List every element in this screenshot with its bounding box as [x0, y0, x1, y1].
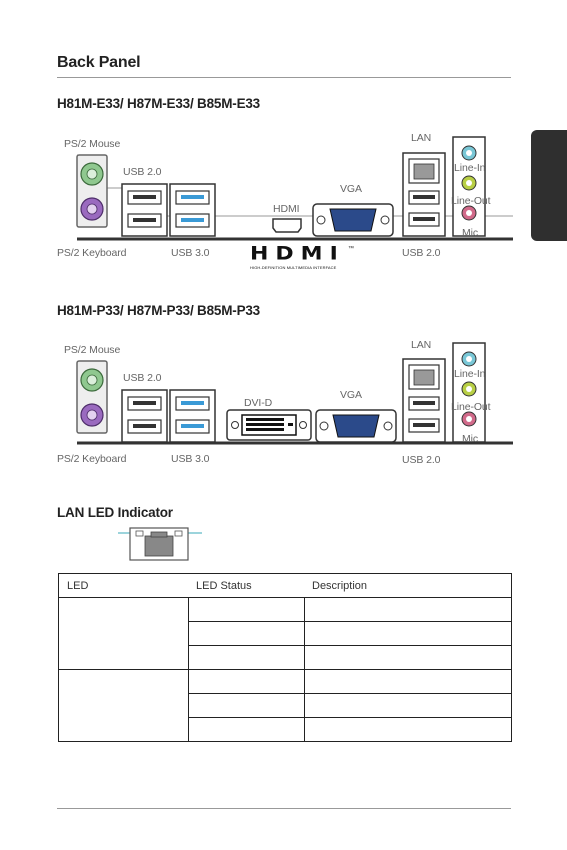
hdmi-logo-tm: ™ [348, 246, 354, 252]
back-panel-e33-svg [76, 136, 513, 241]
label-usb20-right-1: USB 2.0 [402, 247, 441, 259]
header-led-status: LED Status [188, 573, 304, 598]
led-left [135, 530, 144, 537]
description-cell [303, 597, 512, 622]
table-row [59, 669, 512, 694]
chapter-side-tab [531, 130, 567, 241]
hdmi-logo-word: HDMI [250, 243, 345, 265]
label-dvid-2: DVI-D [244, 397, 273, 409]
status-cell [187, 693, 304, 718]
status-cell [187, 669, 304, 694]
label-usb20-left-1: USB 2.0 [123, 166, 162, 178]
hdmi-port [272, 218, 302, 233]
label-vga-1: VGA [340, 183, 362, 195]
status-cell [187, 621, 304, 646]
label-ps2-mouse-1: PS/2 Mouse [64, 138, 121, 150]
hdmi-logo: HDMI HIGH-DEFINITION MULTIMEDIA INTERFAC… [250, 243, 354, 274]
description-cell [303, 645, 512, 670]
label-line-out-2: Line-Out [451, 401, 491, 413]
page-title: Back Panel [57, 54, 141, 71]
table-header-row: LED LED Status Description [58, 573, 512, 598]
description-cell [303, 717, 512, 742]
table-row [59, 645, 512, 670]
status-cell [187, 597, 304, 622]
label-mic-1: Mic [462, 227, 479, 239]
led-right [174, 530, 183, 537]
back-panel-diagram-p33 [57, 334, 513, 474]
lan-port-icon [118, 527, 202, 561]
table-row [59, 717, 512, 742]
table-row [59, 693, 512, 718]
led-group-2-cell [59, 670, 189, 742]
label-line-out-1: Line-Out [451, 195, 491, 207]
label-ps2-keyboard-1: PS/2 Keyboard [57, 247, 127, 259]
lan-led-heading: LAN LED Indicator [57, 505, 173, 520]
label-usb30-1: USB 3.0 [171, 247, 210, 259]
label-usb30-2: USB 3.0 [171, 453, 210, 465]
label-line-in-1: Line-In [454, 162, 486, 174]
label-lan-2: LAN [411, 339, 432, 351]
table-row [59, 621, 512, 646]
header-led: LED [58, 573, 188, 598]
label-ps2-mouse-2: PS/2 Mouse [64, 344, 121, 356]
label-mic-2: Mic [462, 433, 479, 445]
lan-led-diagram [118, 526, 202, 562]
back-panel-p33-svg [76, 342, 513, 445]
lan-led-table: LED LED Status Description [58, 573, 512, 742]
footer-divider [57, 808, 511, 809]
label-usb20-right-2: USB 2.0 [402, 454, 441, 466]
description-cell [303, 621, 512, 646]
status-cell [187, 645, 304, 670]
label-hdmi-1: HDMI [273, 203, 300, 215]
status-cell [187, 717, 304, 742]
description-cell [303, 693, 512, 718]
header-description: Description [304, 573, 512, 598]
label-line-in-2: Line-In [454, 368, 486, 380]
title-divider [57, 77, 511, 78]
hdmi-logo-tagline: HIGH-DEFINITION MULTIMEDIA INTERFACE [250, 265, 337, 270]
label-lan-1: LAN [411, 132, 432, 144]
label-ps2-keyboard-2: PS/2 Keyboard [57, 453, 127, 465]
section2-heading: H81M-P33/ H87M-P33/ B85M-P33 [57, 303, 260, 318]
label-vga-2: VGA [340, 389, 362, 401]
label-usb20-left-2: USB 2.0 [123, 372, 162, 384]
table-row [58, 597, 512, 670]
section1-heading: H81M-E33/ H87M-E33/ B85M-E33 [57, 96, 260, 111]
description-cell [303, 669, 512, 694]
back-panel-diagram-e33 [57, 128, 513, 268]
led-group-1-cell [58, 597, 188, 670]
